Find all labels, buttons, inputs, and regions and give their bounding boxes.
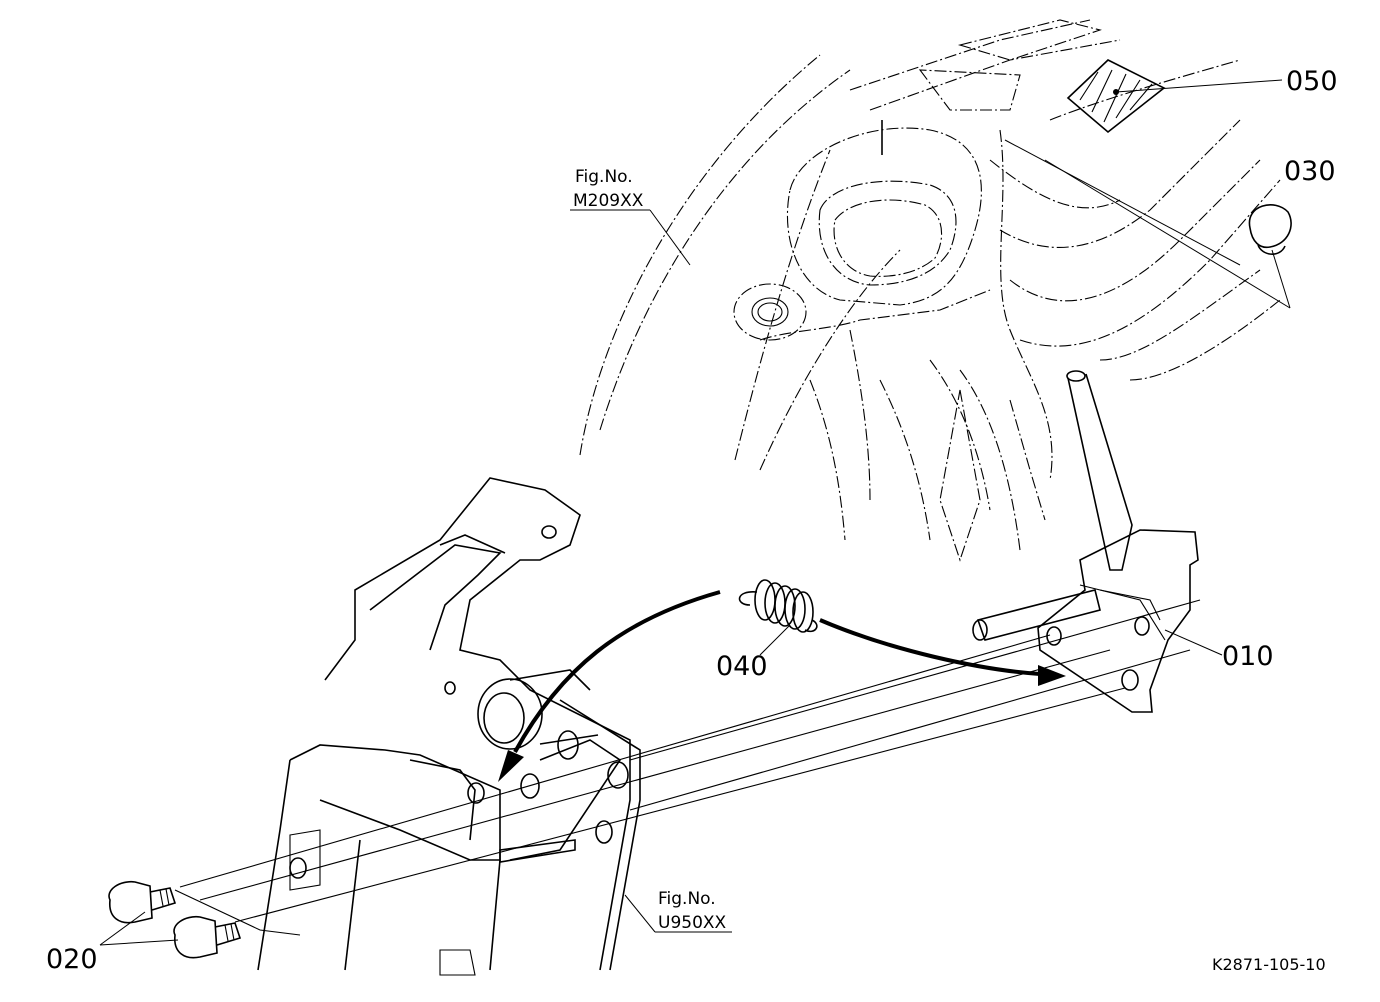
bolts [108,880,242,959]
part-label-040: 040 [716,651,768,682]
fender-fig-title: Fig.No. [575,167,633,187]
long-rods [179,599,1201,923]
part-label-010: 010 [1222,641,1274,672]
knob [1248,204,1292,255]
frame-bracket [174,477,641,976]
leader-lines [99,79,1291,946]
part-label-020: 020 [46,944,98,975]
bolt-upper [108,880,177,924]
frame-fig-number: U950XX [658,913,727,933]
drawing-code: K2871-105-10 [1212,955,1326,974]
fender-outline [579,19,1281,562]
part-label-030: 030 [1284,156,1336,187]
hatched-decal [1066,59,1166,134]
frame-fig-title: Fig.No. [658,889,716,909]
fender-fig-number: M209XX [573,191,644,211]
part-label-050: 050 [1286,66,1338,97]
spring [738,579,818,633]
lever-rod-assembly [972,370,1199,713]
assembly-arrows [498,590,1066,782]
bolt-lower [173,915,242,959]
